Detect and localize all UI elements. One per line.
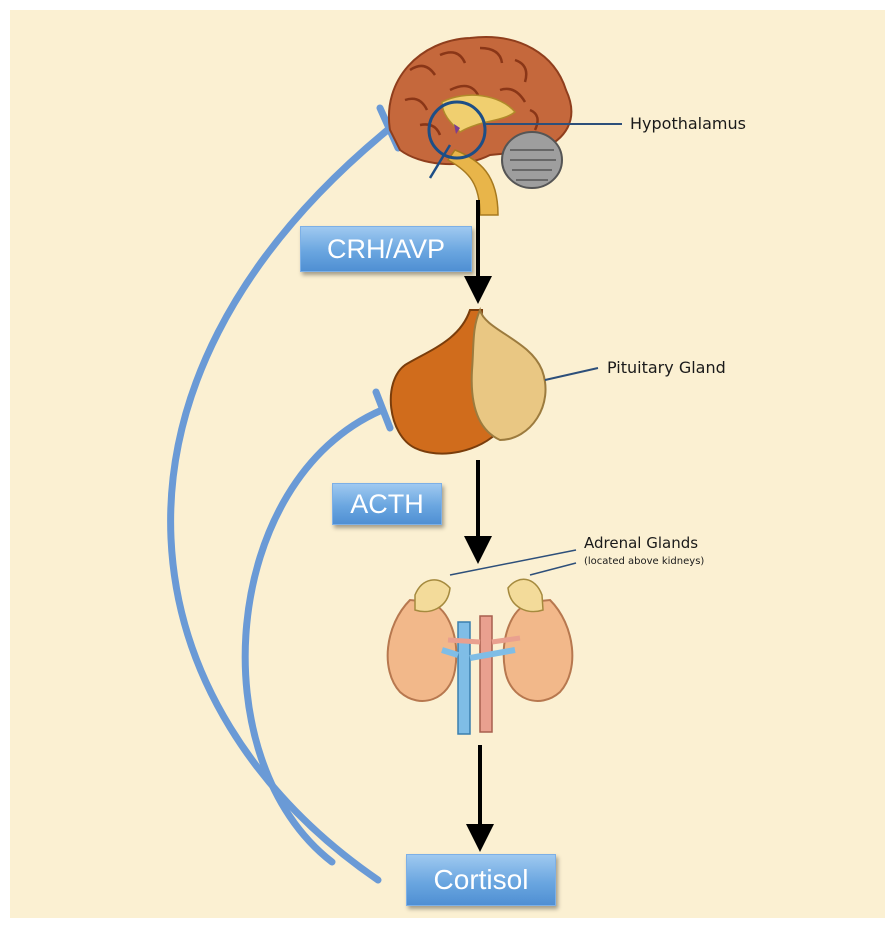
feedback-to-pituitary <box>245 392 390 862</box>
cortisol-box: Cortisol <box>406 854 556 906</box>
pituitary-label: Pituitary Gland <box>607 358 726 377</box>
diagram-canvas: Hypothalamus Pituitary Gland Adrenal Gla… <box>10 10 885 918</box>
adrenal-label: Adrenal Glands <box>584 534 698 552</box>
hpa-axis-illustration <box>10 10 885 918</box>
adrenal-note-label: (located above kidneys) <box>584 556 704 567</box>
brain-illustration <box>389 37 622 215</box>
kidney-adrenal-illustration <box>388 550 576 734</box>
hypothalamus-label: Hypothalamus <box>630 114 746 133</box>
pituitary-illustration <box>391 310 598 454</box>
acth-box: ACTH <box>332 483 442 525</box>
crh-avp-box: CRH/AVP <box>300 226 472 272</box>
